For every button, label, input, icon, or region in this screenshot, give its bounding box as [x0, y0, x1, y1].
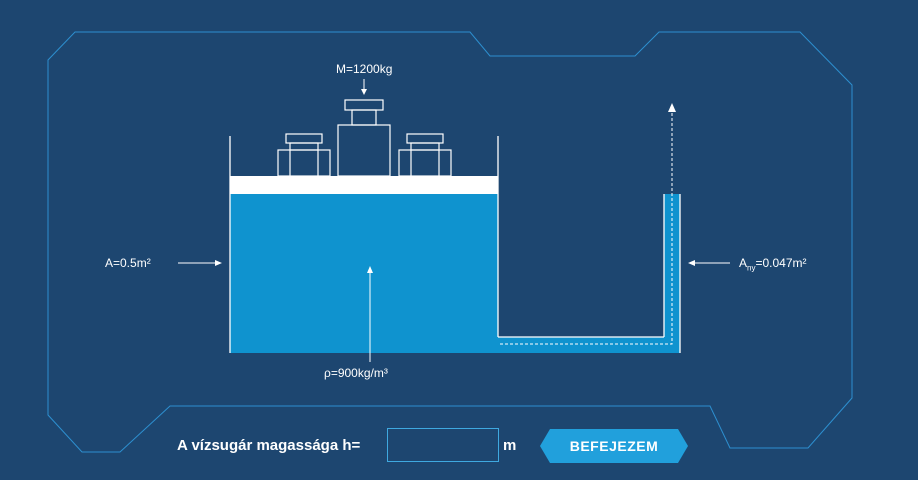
- tank-water: [230, 194, 498, 353]
- tank-walls: [229, 136, 681, 353]
- unit-label: m: [503, 437, 517, 454]
- mass-arrow-head: [361, 89, 367, 95]
- height-prompt: A vízsugár magassága h=: [177, 437, 361, 454]
- nozzle-area-label: Any=0.047m²: [739, 256, 807, 272]
- nozzle-area-value: =0.047m²: [755, 256, 807, 270]
- flow-dashed-line: [500, 112, 673, 345]
- nozzle-area-subscript: ny: [747, 263, 756, 273]
- weights-stack: [277, 99, 452, 177]
- area-label: A=0.5m²: [105, 256, 151, 270]
- area-arrow-head: [215, 260, 222, 266]
- pipe-water-bottom: [498, 337, 680, 353]
- piston-plate: [230, 176, 498, 194]
- finish-button[interactable]: BEFEJEZEM: [540, 429, 688, 463]
- outer-frame: [47, 31, 853, 453]
- nozzle-area-arrow-head: [688, 260, 695, 266]
- answer-row: A vízsugár magassága h= m BEFEJEZEM: [0, 428, 918, 464]
- flow-arrow-head: [668, 103, 676, 112]
- mass-label: M=1200kg: [336, 62, 393, 76]
- nozzle-area-prefix: A: [739, 256, 748, 270]
- height-input[interactable]: [387, 428, 499, 462]
- density-label: ρ=900kg/m³: [324, 366, 388, 380]
- density-arrow-head: [367, 266, 373, 273]
